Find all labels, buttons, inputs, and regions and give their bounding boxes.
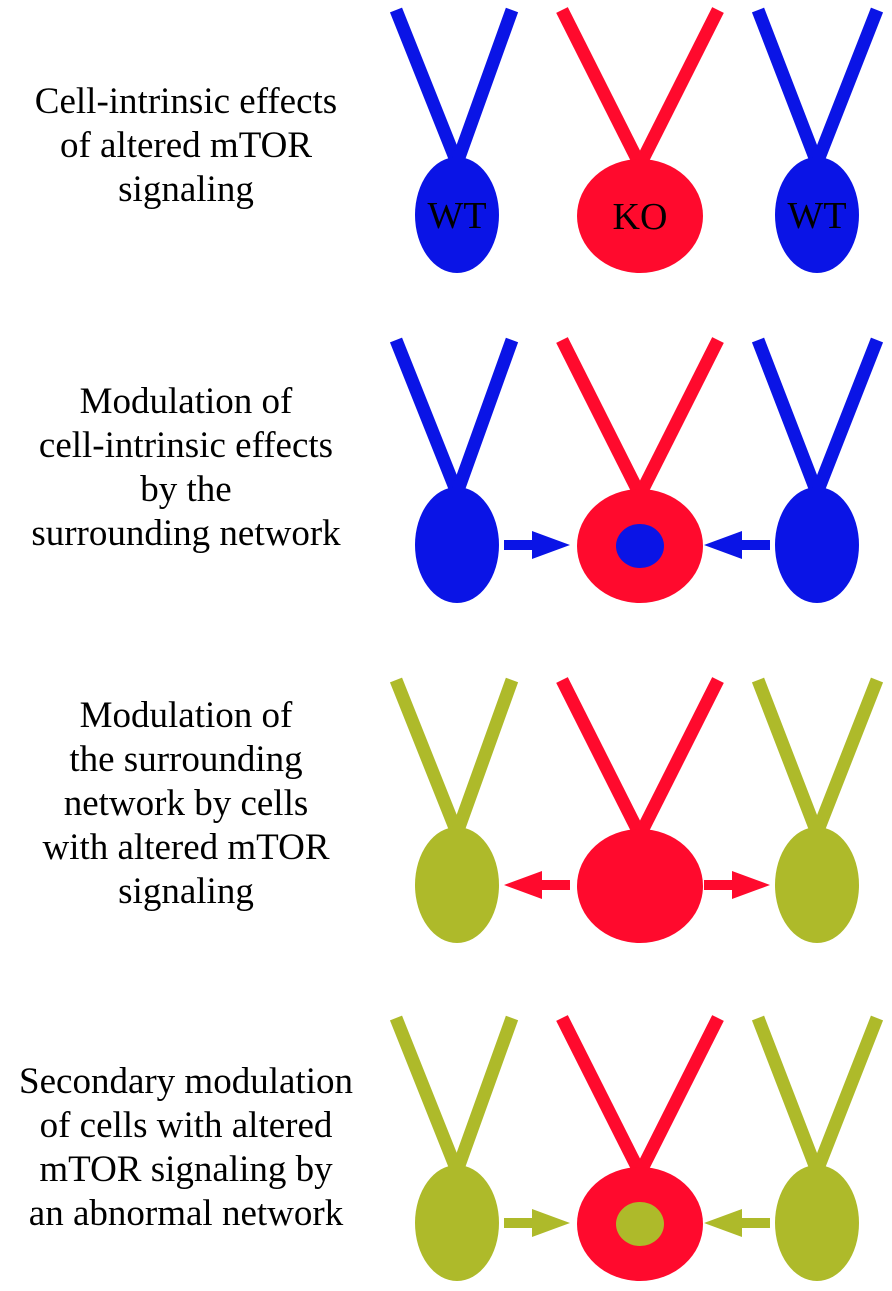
dendrite-left xyxy=(389,337,464,496)
dendrite-right xyxy=(810,7,884,166)
dendrite-left xyxy=(389,1015,464,1174)
neuron-right xyxy=(751,1015,884,1281)
cell-body xyxy=(415,827,499,943)
dendrite-left xyxy=(556,1015,646,1176)
dendrite-right xyxy=(810,677,884,836)
cell-body xyxy=(775,827,859,943)
inner-influence-dot xyxy=(616,524,664,568)
cell-body xyxy=(577,829,703,943)
dendrite-left xyxy=(389,677,464,836)
dendrite-right xyxy=(634,1015,724,1176)
dendrite-left xyxy=(556,7,646,168)
dendrite-right xyxy=(450,1015,519,1174)
neuron-center xyxy=(556,677,724,943)
caption-line: Secondary modulation xyxy=(19,1061,353,1102)
dendrite-right xyxy=(450,7,519,166)
inner-influence-dot xyxy=(616,1202,664,1246)
cell-label: WT xyxy=(427,195,486,237)
caption-line: mTOR signaling by xyxy=(39,1149,333,1190)
neuron-left xyxy=(389,677,519,943)
caption-line: Modulation of xyxy=(79,695,293,736)
caption-line: an abnormal network xyxy=(28,1193,344,1234)
arrow-head xyxy=(704,531,742,559)
cell-body xyxy=(577,159,703,273)
neuron-left xyxy=(389,1015,519,1281)
cell-body xyxy=(775,1165,859,1281)
caption-line: signaling xyxy=(118,871,254,912)
dendrite-left xyxy=(556,677,646,838)
dendrite-left xyxy=(751,7,824,166)
cell-label: WT xyxy=(787,195,846,237)
dendrite-right xyxy=(634,337,724,498)
caption-line: cell-intrinsic effects xyxy=(38,425,334,466)
panel-caption: Modulation of the surrounding network by… xyxy=(0,694,372,914)
neuron-center: KO xyxy=(556,7,724,273)
cell-body xyxy=(415,1165,499,1281)
cell-body xyxy=(775,157,859,273)
dendrite-left xyxy=(389,7,464,166)
dendrite-right xyxy=(810,1015,884,1174)
neuron-left xyxy=(389,337,519,603)
caption-line: by the xyxy=(140,469,232,510)
caption-line: network by cells xyxy=(63,783,309,824)
cell-body xyxy=(415,487,499,603)
panel-caption: Secondary modulation of cells with alter… xyxy=(0,1060,372,1236)
caption-line: Modulation of xyxy=(79,381,293,422)
neuron-diagram: WT KO WT xyxy=(389,7,884,273)
dendrite-right xyxy=(810,337,884,496)
arrow-head xyxy=(532,531,570,559)
neuron-diagram xyxy=(389,677,884,943)
neuron-diagram xyxy=(389,337,884,603)
arrow-head xyxy=(704,1209,742,1237)
neuron-right: WT xyxy=(751,7,884,273)
cell-body xyxy=(415,157,499,273)
panel-cells-modulate-network: Modulation of the surrounding network by… xyxy=(0,670,892,970)
cell-label: KO xyxy=(613,196,668,238)
caption-line: surrounding network xyxy=(31,513,341,554)
dendrite-right xyxy=(634,677,724,838)
dendrite-right xyxy=(450,337,519,496)
dendrite-left xyxy=(751,1015,824,1174)
panel-cell-intrinsic: Cell-intrinsic effects of altered mTOR s… xyxy=(0,0,892,300)
panel-secondary-modulation: Secondary modulation of cells with alter… xyxy=(0,1008,892,1291)
neuron-right xyxy=(751,677,884,943)
caption-line: with altered mTOR xyxy=(42,827,330,868)
arrow-head xyxy=(532,1209,570,1237)
neuron-left: WT xyxy=(389,7,519,273)
arrow-head xyxy=(732,871,770,899)
dendrite-left xyxy=(751,677,824,836)
neuron-right xyxy=(751,337,884,603)
caption-line: of cells with altered xyxy=(39,1105,333,1146)
dendrite-right xyxy=(450,677,519,836)
panel-caption: Cell-intrinsic effects of altered mTOR s… xyxy=(0,80,372,212)
panel-caption: Modulation of cell-intrinsic effects by … xyxy=(0,380,372,556)
caption-line: of altered mTOR xyxy=(59,125,313,166)
caption-line: the surrounding xyxy=(69,739,303,780)
panel-network-modulates-cells: Modulation of cell-intrinsic effects by … xyxy=(0,330,892,630)
arrow-head xyxy=(504,871,542,899)
caption-line: Cell-intrinsic effects xyxy=(34,81,338,122)
dendrite-left xyxy=(751,337,824,496)
cell-body xyxy=(775,487,859,603)
caption-line: signaling xyxy=(118,169,254,210)
dendrite-right xyxy=(634,7,724,168)
neuron-diagram xyxy=(389,1015,884,1281)
dendrite-left xyxy=(556,337,646,498)
